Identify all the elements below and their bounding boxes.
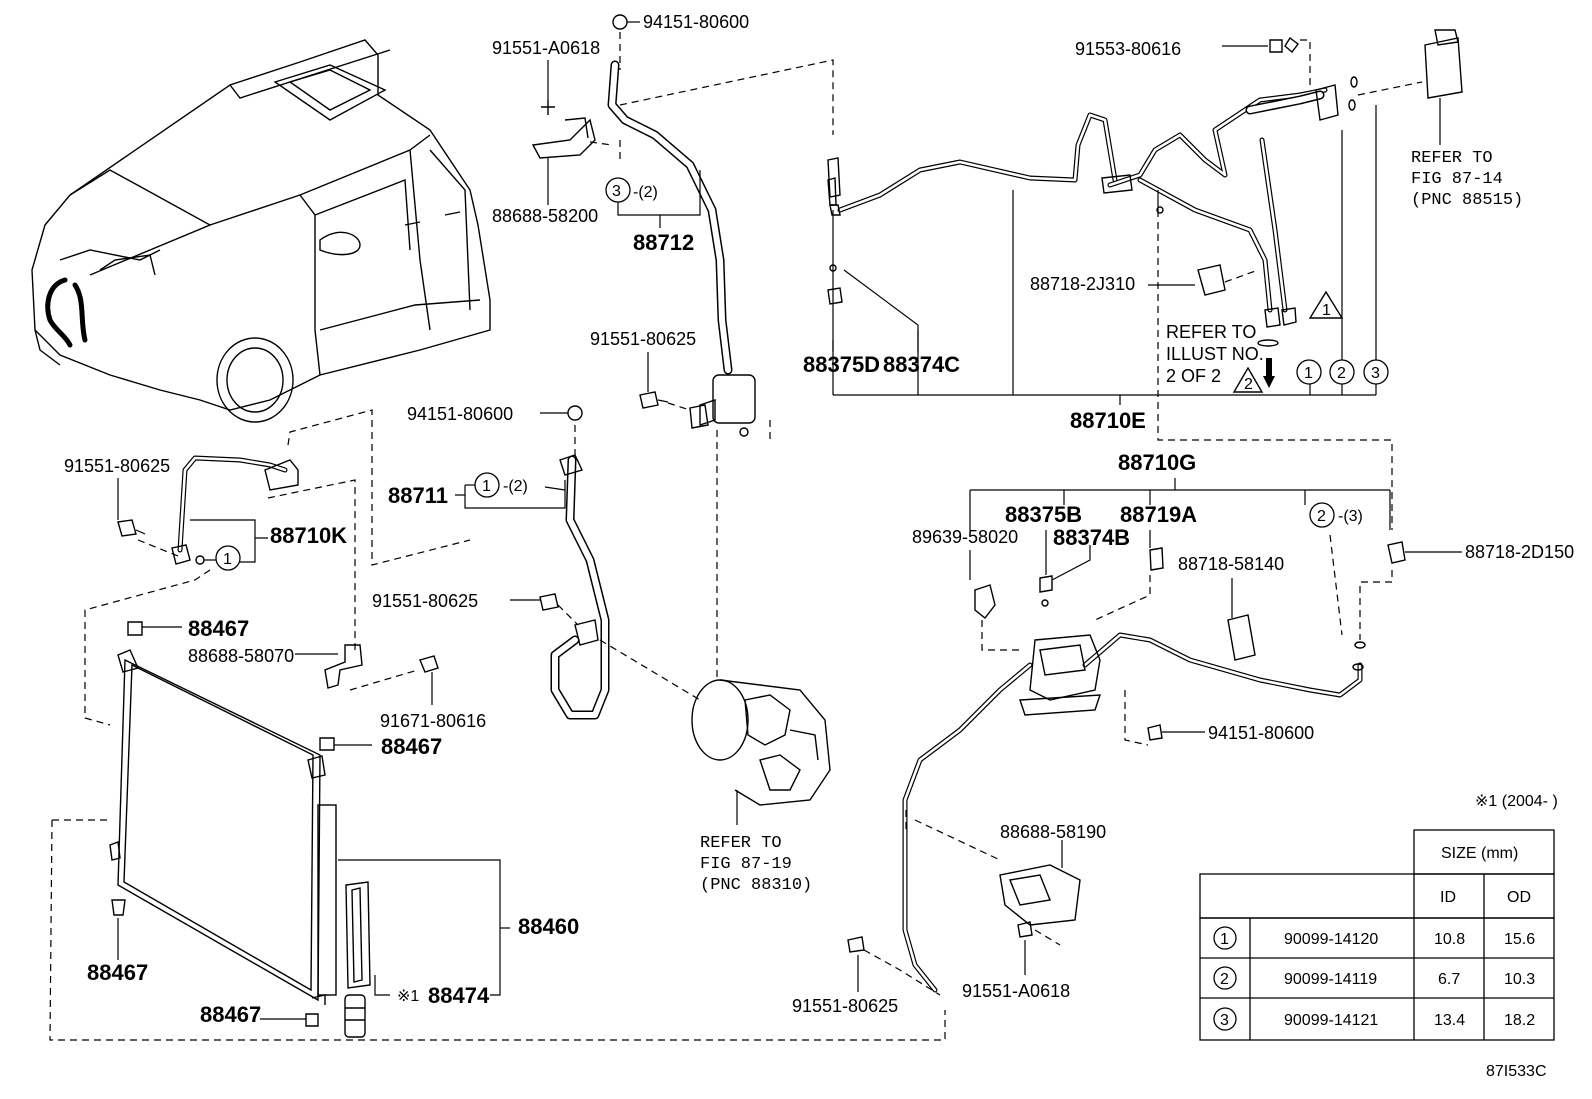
oring-1-num-88711: 1 xyxy=(482,478,491,495)
label-91551-80625-lower: 91551-80625 xyxy=(372,591,478,611)
label-88688-58070: 88688-58070 xyxy=(188,646,294,666)
label-88375B: 88375B xyxy=(1005,502,1082,527)
table-row-2-no: 2 xyxy=(1220,971,1229,988)
vehicle-illustration xyxy=(31,39,491,423)
label-88711: 88711 xyxy=(388,483,448,508)
warning-triangle-2-icon xyxy=(1232,366,1264,393)
label-88374C: 88374C xyxy=(883,352,960,377)
label-88718-2J310: 88718-2J310 xyxy=(1030,274,1135,294)
oring-1-circle-88711 xyxy=(474,472,500,498)
table-row-1-od: 15.6 xyxy=(1504,931,1535,948)
figure-id: 87I533C xyxy=(1486,1063,1547,1080)
table-row-2-part: 90099-14119 xyxy=(1284,971,1377,988)
label-94151-80600-top: 94151-80600 xyxy=(643,12,749,32)
table-row-2-circle xyxy=(1213,966,1237,990)
label-88688-58200: 88688-58200 xyxy=(492,206,598,226)
oring-1-num-88710K: 1 xyxy=(223,551,232,568)
table-row-2-od: 10.3 xyxy=(1504,971,1535,988)
warning-1-num: 1 xyxy=(1322,302,1331,319)
table-row-1-id: 10.8 xyxy=(1434,931,1465,948)
label-91551-80625-bottom: 91551-80625 xyxy=(792,996,898,1016)
label-91551-A0618-bottom: 91551-A0618 xyxy=(962,981,1070,1001)
table-row-3-circle xyxy=(1213,1007,1237,1031)
note-x1: ※1 (2004- ) xyxy=(1475,793,1558,810)
label-88719A: 88719A xyxy=(1120,502,1197,527)
table-col-id: ID xyxy=(1440,889,1456,906)
label-91551-80625-left: 91551-80625 xyxy=(64,456,170,476)
oring-1-circle-88710E xyxy=(1296,359,1322,385)
label-88374B: 88374B xyxy=(1053,525,1130,550)
oring-3-circle-88710E xyxy=(1363,359,1389,385)
qty-2-top: -(2) xyxy=(633,184,658,201)
label-88712: 88712 xyxy=(633,230,694,255)
ref-comp-line3: (PNC 88310) xyxy=(700,876,812,895)
label-88710K: 88710K xyxy=(270,523,347,548)
label-88467-b: 88467 xyxy=(381,734,442,759)
table-col-od: OD xyxy=(1507,889,1531,906)
label-88474: 88474 xyxy=(428,983,490,1008)
ref-top-line1: REFER TO xyxy=(1411,149,1493,168)
label-88710G: 88710G xyxy=(1118,450,1196,475)
qty-3: -(3) xyxy=(1338,508,1363,525)
pipe-88710K xyxy=(84,409,471,726)
label-91553-80616: 91553-80616 xyxy=(1075,39,1181,59)
oring-1-circle-88710K xyxy=(215,545,241,571)
warning-2-num: 2 xyxy=(1244,376,1253,393)
table-row-3-id: 13.4 xyxy=(1434,1012,1465,1029)
ref-comp-line2: FIG 87-19 xyxy=(700,855,792,874)
bracket-88688-58070 xyxy=(295,644,439,705)
pipe-assembly-88710G xyxy=(847,478,1462,996)
mark-x1-88474: ※1 xyxy=(397,988,419,1005)
oring-3-num-88710E: 3 xyxy=(1371,365,1380,382)
pipe-assembly-88710E xyxy=(827,29,1463,530)
label-91671-80616: 91671-80616 xyxy=(380,711,486,731)
ref-illust-line1: REFER TO xyxy=(1166,322,1256,342)
label-88718-2D150: 88718-2D150 xyxy=(1465,542,1574,562)
table-row-3-od: 18.2 xyxy=(1504,1012,1535,1029)
suction-hose-88711 xyxy=(510,405,701,720)
label-88718-58140: 88718-58140 xyxy=(1178,554,1284,574)
ref-comp-line1: REFER TO xyxy=(700,834,782,853)
ref-illust-line2: ILLUST NO. xyxy=(1166,344,1264,364)
label-88467-c: 88467 xyxy=(87,960,148,985)
compressor xyxy=(639,391,831,825)
table-row-1-no: 1 xyxy=(1220,931,1229,948)
ref-top-line3: (PNC 88515) xyxy=(1411,191,1523,210)
table-row-1-part: 90099-14120 xyxy=(1284,931,1378,948)
oring-2-num-88710G: 2 xyxy=(1317,508,1326,525)
label-94151-80600-right: 94151-80600 xyxy=(1208,723,1314,743)
condenser-88460 xyxy=(49,621,946,1041)
discharge-hose-88712 xyxy=(531,14,834,437)
qty-2-mid: -(2) xyxy=(503,478,528,495)
label-88375D: 88375D xyxy=(803,352,880,377)
oring-2-num-88710E: 2 xyxy=(1337,365,1346,382)
table-row-3-part: 90099-14121 xyxy=(1284,1012,1378,1029)
label-88460: 88460 xyxy=(518,914,579,939)
table-row-1-circle xyxy=(1213,926,1237,950)
label-88467-d: 88467 xyxy=(200,1002,261,1027)
label-91551-A0618-top: 91551-A0618 xyxy=(492,38,600,58)
oring-3-num: 3 xyxy=(612,183,621,200)
warning-triangle-1-icon xyxy=(1308,290,1344,319)
ref-illust-line3: 2 OF 2 xyxy=(1166,366,1221,386)
reference-notes: REFER TO FIG 87-14 (PNC 88515) REFER TO … xyxy=(700,149,1558,1080)
label-88688-58190: 88688-58190 xyxy=(1000,822,1106,842)
oring-2-circle-88710G xyxy=(1309,502,1335,528)
part-labels: 94151-80600 91551-A0618 88688-58200 3 -(… xyxy=(64,12,1574,1027)
ref-top-line2: FIG 87-14 xyxy=(1411,170,1503,189)
label-88467-a: 88467 xyxy=(188,616,249,641)
table-row-3-no: 3 xyxy=(1220,1012,1229,1029)
label-88710E: 88710E xyxy=(1070,408,1146,433)
label-94151-80600-mid: 94151-80600 xyxy=(407,404,513,424)
oring-1-num-88710E: 1 xyxy=(1304,365,1313,382)
label-89639-58020: 89639-58020 xyxy=(912,527,1018,547)
table-row-2-id: 6.7 xyxy=(1438,971,1460,988)
oring-size-table: SIZE (mm) ID OD 1 90099-14120 10.8 15.6 … xyxy=(1199,829,1555,1041)
label-91551-80625-mid: 91551-80625 xyxy=(590,329,696,349)
oring-2-circle-88710E xyxy=(1329,359,1355,385)
table-size-header: SIZE (mm) xyxy=(1441,845,1518,862)
